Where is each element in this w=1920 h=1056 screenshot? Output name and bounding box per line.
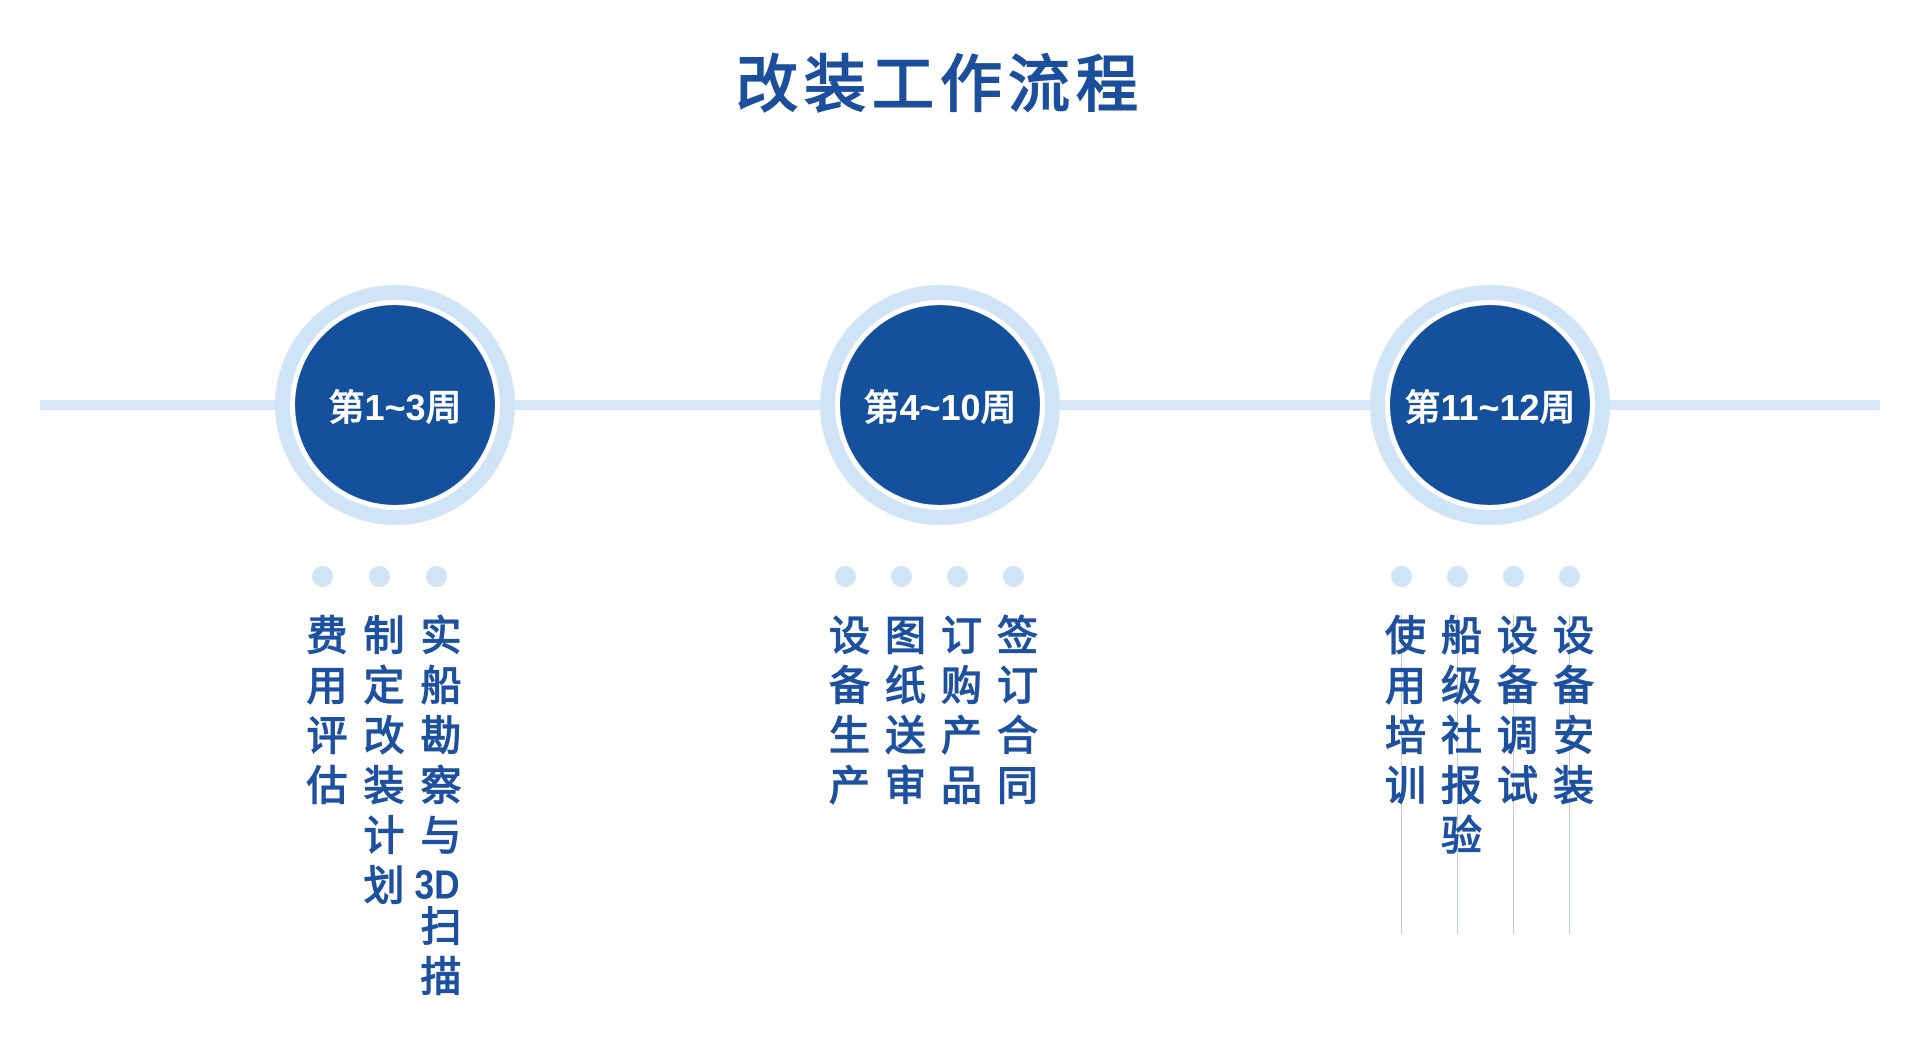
task-label: 实船勘察与3D扫描 <box>414 614 460 1005</box>
timeline-dot <box>946 566 968 587</box>
task-label: 图纸送审 <box>878 614 925 814</box>
timeline-dot <box>890 566 912 587</box>
timeline-dot <box>1446 566 1468 587</box>
task-label: 签订合同 <box>990 614 1037 814</box>
page-title: 改装工作流程 <box>735 51 1144 120</box>
stage-3-circle: 第11~12周 <box>1370 285 1610 525</box>
timeline-dot <box>312 566 333 587</box>
stage-3-circle-inner: 第11~12周 <box>1385 300 1595 510</box>
task-label: 设备调试 <box>1490 614 1537 814</box>
task-column: 设备调试 <box>1485 566 1541 934</box>
timeline-dot <box>1502 566 1524 587</box>
task-column: 图纸送审 <box>873 566 929 814</box>
task-label: 设备生产 <box>822 614 869 814</box>
timeline-dot <box>834 566 856 587</box>
stage-3-label: 第11~12周 <box>1404 387 1576 428</box>
task-column: 签订合同 <box>985 566 1041 814</box>
stage-1-label: 第1~3周 <box>328 387 462 428</box>
stage-1-circle-inner: 第1~3周 <box>290 300 500 510</box>
stage-2-label: 第4~10周 <box>863 387 1017 428</box>
task-label: 费用评估 <box>300 614 346 814</box>
task-label: 船级社报验 <box>1434 614 1481 864</box>
task-label: 使用培训 <box>1378 614 1425 814</box>
timeline-dot <box>1390 566 1412 587</box>
timeline-dot <box>369 566 390 587</box>
task-label: 设备安装 <box>1546 614 1593 814</box>
stage-3-task-group: 设备安装 设备调试 船级社报验 使用培训 <box>1373 566 1597 934</box>
stage-1-task-group: 实船勘察与3D扫描 制定改装计划 费用评估 <box>294 566 465 1005</box>
task-column: 费用评估 <box>294 566 351 1005</box>
task-column: 制定改装计划 <box>351 566 408 1005</box>
stage-2-task-group: 签订合同 订购产品 图纸送审 设备生产 <box>817 566 1041 814</box>
stage-2-circle: 第4~10周 <box>820 285 1060 525</box>
timeline-dot <box>1002 566 1024 587</box>
stage-1-circle: 第1~3周 <box>275 285 515 525</box>
task-column: 订购产品 <box>929 566 985 814</box>
task-column: 设备生产 <box>817 566 873 814</box>
task-column: 实船勘察与3D扫描 <box>408 566 465 1005</box>
task-label: 订购产品 <box>934 614 981 814</box>
task-column: 设备安装 <box>1541 566 1597 934</box>
timeline-dot <box>1558 566 1580 587</box>
timeline-dot <box>426 566 447 587</box>
task-column: 使用培训 <box>1373 566 1429 934</box>
task-column: 船级社报验 <box>1429 566 1485 934</box>
stage-2-circle-inner: 第4~10周 <box>835 300 1045 510</box>
task-label: 制定改装计划 <box>357 614 403 914</box>
